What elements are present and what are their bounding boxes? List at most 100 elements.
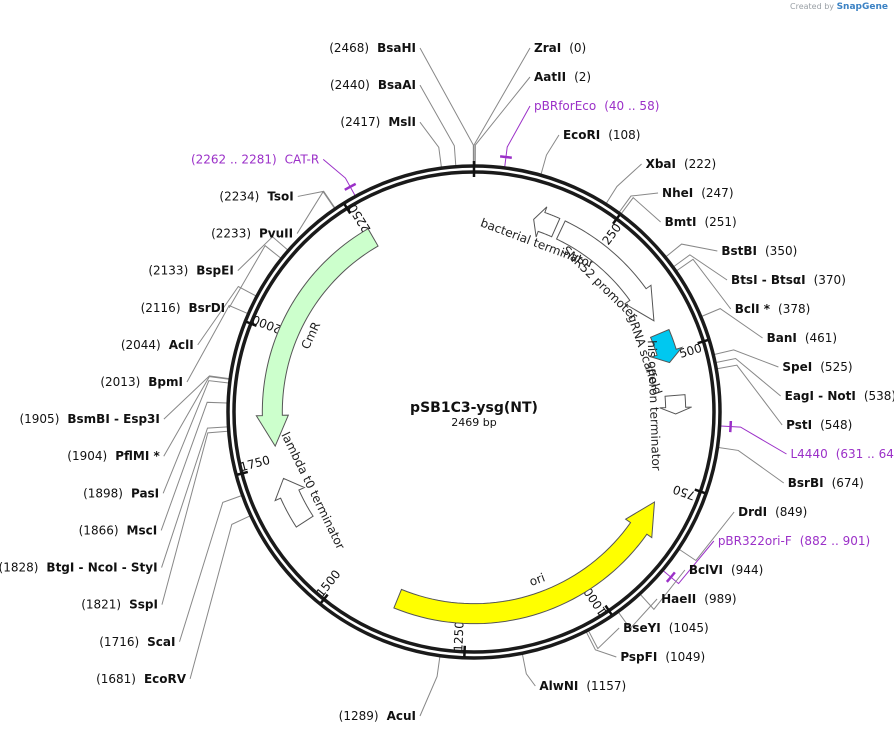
site-label: ZraI(0) — [534, 41, 586, 55]
site-label: BanI (461) — [767, 331, 838, 345]
site-leader — [228, 244, 282, 309]
ruler-tick — [612, 214, 621, 225]
site-leader — [701, 308, 763, 339]
site-name: PstI — [786, 418, 812, 432]
site-name: EagI - NotI — [785, 389, 856, 403]
site-leader — [296, 190, 335, 234]
site-leader — [521, 654, 536, 687]
site-label: (1828)BtgI - NcoI - StyI — [0, 561, 158, 575]
site-name: BsrDI — [189, 301, 226, 315]
site-position: (1716) — [99, 635, 139, 649]
site-position: (1904) — [67, 449, 107, 463]
site-position: (378) — [778, 302, 810, 316]
site-name: BmtI — [665, 215, 697, 229]
site-name: MslI — [388, 115, 416, 129]
site-position: (849) — [775, 505, 807, 519]
site-leader — [179, 495, 242, 642]
site-label: BmtI(251) — [665, 215, 737, 229]
cat-r-primer-bar — [344, 182, 357, 191]
site-name: BtgI - NcoI - StyI — [46, 561, 157, 575]
site-position: (674) — [832, 476, 864, 490]
site-label: (1681)EcoRV — [96, 672, 187, 686]
site-name: EcoRV — [144, 672, 187, 686]
ruler-tick-label: 1750 — [238, 453, 271, 474]
site-position: (1821) — [81, 598, 121, 612]
plasmid-size: 2469 bp — [451, 416, 496, 429]
site-label: (1821) SspI — [81, 598, 158, 612]
site-leader — [419, 656, 441, 717]
site-leader — [665, 243, 718, 258]
site-leader — [186, 304, 248, 383]
site-leader — [618, 192, 659, 213]
site-leader — [419, 47, 474, 166]
site-label: BseYI(1045) — [623, 621, 709, 635]
site-label: BsrBI(674) — [788, 476, 864, 490]
site-position: (2116) — [141, 301, 181, 315]
site-label: AlwNI(1157) — [539, 679, 626, 693]
site-label: (2116) BsrDI — [141, 301, 226, 315]
site-label: (2133)BspEI — [148, 264, 233, 278]
ruler-tick — [236, 470, 249, 476]
site-name: PflMI * — [115, 449, 160, 463]
site-position: (108) — [608, 128, 640, 142]
site-label: (2468)BsaHI — [329, 41, 416, 55]
site-leader — [605, 163, 642, 204]
primer-range: (2262 .. 2281) — [191, 152, 277, 166]
site-label: (2440)BsaAI — [330, 78, 416, 92]
site-name: PvuII — [259, 227, 293, 241]
ruler-tick — [245, 320, 257, 327]
site-name: BclVI — [689, 563, 723, 577]
pbr322ori-f-leader — [662, 540, 715, 585]
site-leader — [473, 47, 531, 165]
site-position: (538) — [864, 389, 894, 403]
ruler-tick-label: 1250 — [451, 621, 466, 652]
site-leader — [161, 426, 228, 568]
site-leader — [618, 598, 658, 630]
site-position: (525) — [820, 360, 852, 374]
site-position: (1045) — [669, 621, 709, 635]
site-name: ScaI — [147, 635, 175, 649]
site-position: (247) — [701, 186, 733, 200]
site-name: SspI — [129, 598, 158, 612]
primer-name: L4440 — [790, 447, 827, 461]
primer-name: pBR322ori-F — [718, 534, 792, 548]
site-name: BclI * — [735, 302, 771, 316]
site-leader — [640, 569, 686, 611]
site-name: HaeII — [661, 592, 696, 606]
site-name: ZraI — [534, 41, 561, 55]
site-label: EcoRI(108) — [563, 128, 641, 142]
grna-scaffold-arrow — [649, 328, 684, 364]
site-leader — [673, 254, 728, 281]
site-label: (2233)PvuII — [211, 227, 293, 241]
site-leader — [419, 84, 457, 166]
site-position: (944) — [731, 563, 763, 577]
site-name: MscI — [127, 523, 158, 537]
site-position: (1157) — [586, 679, 626, 693]
site-leader — [715, 357, 781, 397]
site-position: (2440) — [330, 78, 370, 92]
ruler-tick — [604, 604, 613, 616]
site-position: (350) — [765, 244, 797, 258]
primer-range: (882 .. 901) — [800, 534, 870, 548]
site-name: BpmI — [148, 375, 183, 389]
site-name: AclI — [169, 338, 194, 352]
site-label: (1905)BsmBI - Esp3I — [19, 412, 159, 426]
site-label: (1289)AcuI — [339, 709, 416, 723]
site-label: AatII(2) — [534, 70, 591, 84]
lambda-t0-terminator-arrow — [274, 477, 314, 528]
site-leader — [588, 627, 620, 650]
site-name: PspFI — [620, 650, 657, 664]
site-position: (1898) — [83, 486, 123, 500]
site-leader — [161, 430, 228, 605]
site-label: (2234)TsoI — [219, 189, 293, 203]
ori-arrow — [393, 501, 656, 625]
site-leader — [474, 76, 531, 166]
site-label: (2417)MslI — [340, 115, 416, 129]
primer-marks — [344, 155, 733, 583]
pbrforeco-leader — [504, 105, 531, 167]
site-name: BanI — [767, 331, 797, 345]
pbrforeco-label: pBRforEco(40 .. 58) — [534, 99, 659, 113]
l4440-leader — [720, 425, 787, 455]
site-position: (461) — [805, 331, 837, 345]
snapgene-credit: Created by SnapGene — [790, 2, 888, 12]
